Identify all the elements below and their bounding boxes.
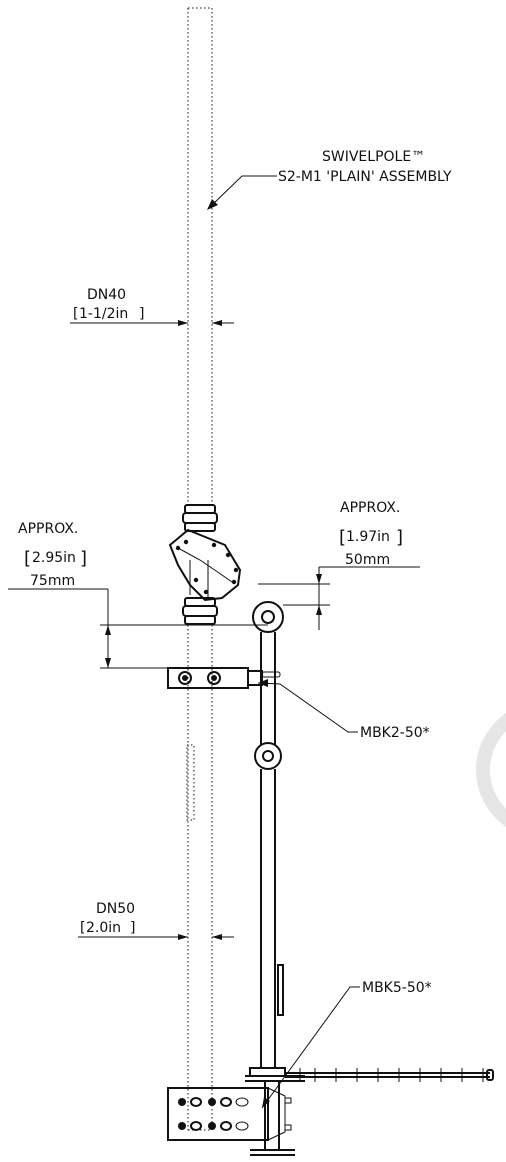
approx-right-bracket-open: [ <box>339 527 346 548</box>
assembly-name-label: S2-M1 'PLAIN' ASSEMBLY <box>278 169 452 185</box>
approx-right-bracket-close: ] <box>396 527 403 548</box>
mbk2-leader <box>257 679 358 733</box>
approx-right-label: APPROX. <box>340 500 400 516</box>
mbk5-leader <box>261 986 360 1109</box>
mbk5-label: MBK5-50* <box>362 980 432 996</box>
assembly-leader <box>207 175 277 210</box>
assembly-brand-label: SWIVELPOLE™ <box>322 149 425 165</box>
swivel-hinge <box>168 504 242 625</box>
dn50-bracket-left: [ <box>80 920 85 936</box>
dn40-bracket-right: ] <box>139 306 144 322</box>
mounting-post <box>252 601 284 1068</box>
approx-left-inch-label: 2.95in <box>32 550 76 566</box>
approx-left-mm-label: 75mm <box>30 573 75 589</box>
approx-left-bracket-close: ] <box>80 548 87 569</box>
watermark <box>476 713 506 827</box>
dn50-dimension <box>78 934 234 940</box>
dn40-dimension <box>70 320 234 326</box>
approx-50mm-dimension <box>258 566 420 630</box>
approx-left-label: APPROX. <box>18 521 78 537</box>
approx-75mm-dimension <box>8 588 268 669</box>
upper-bracket <box>167 667 281 689</box>
dn40-size-label: DN40 <box>87 287 126 303</box>
swivel-pole <box>186 7 213 1131</box>
approx-right-mm-label: 50mm <box>345 552 390 568</box>
mbk2-label: MBK2-50* <box>360 725 430 741</box>
dn50-size-label: DN50 <box>96 901 135 917</box>
approx-right-inch-label: 1.97in <box>346 529 390 545</box>
approx-left-bracket-open: [ <box>24 548 31 569</box>
dn50-bracket-right: ] <box>130 920 135 936</box>
dn50-inch-label: 2.0in <box>86 920 121 936</box>
lower-bracket <box>167 1067 305 1156</box>
dn40-inch-label: 1-1/2in <box>79 306 128 322</box>
dn40-bracket-left: [ <box>73 306 78 322</box>
yagi-antenna <box>285 1068 494 1082</box>
